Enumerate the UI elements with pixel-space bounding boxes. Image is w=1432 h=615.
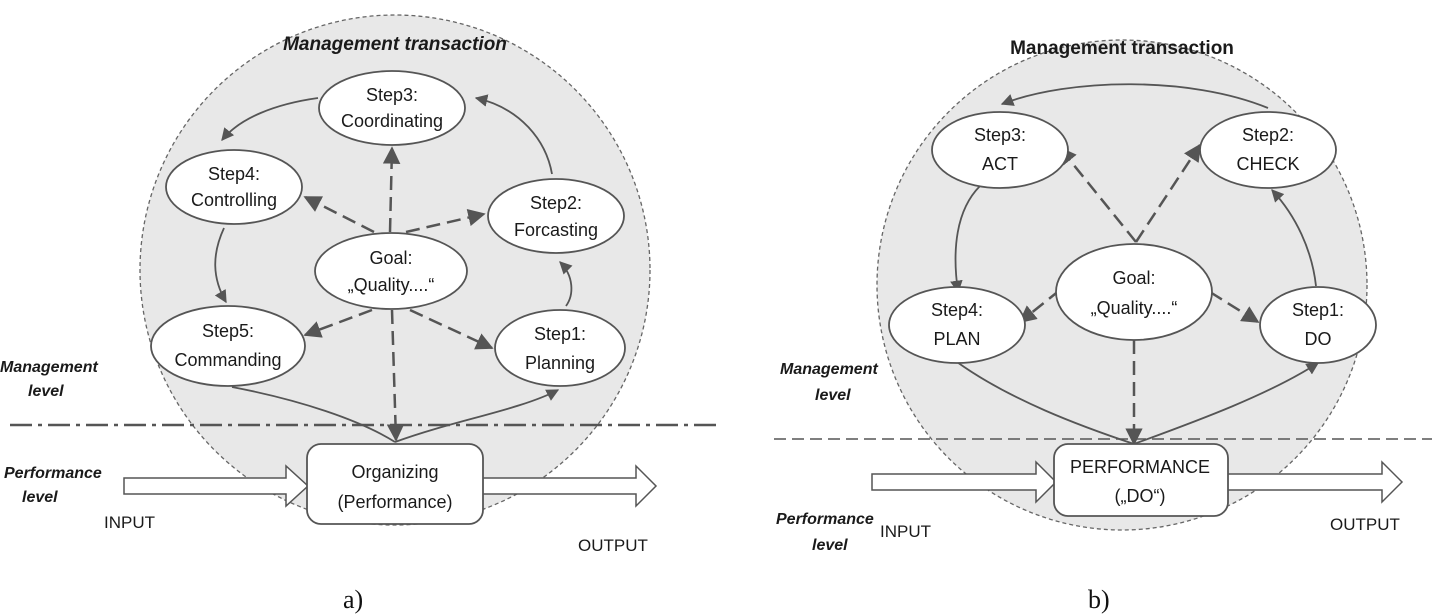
node-goal-b: Goal:„Quality....“	[1055, 243, 1213, 341]
arrow-step2-to-step3-b	[1000, 83, 1269, 109]
node-step3-b: Step3:ACT	[931, 111, 1069, 189]
goal-arrow-to-step1-a	[409, 308, 494, 350]
cycle-arrows-b	[950, 83, 1320, 445]
node-organizing-a: Organizing(Performance)	[306, 443, 484, 525]
svg-text:Step4:PLAN: Step4:PLAN	[931, 300, 983, 349]
svg-text:Step1:Planning: Step1:Planning	[525, 324, 595, 373]
transaction-title-a: Management transaction	[283, 34, 507, 55]
node-step4-a: Step4:Controlling	[165, 149, 303, 225]
node-goal-a: Goal:„Quality....“	[314, 232, 468, 310]
management-level-label-b: Management level	[780, 361, 882, 404]
panel-b: Management transaction Management level …	[774, 38, 1432, 614]
cycle-arrows-a	[214, 94, 573, 443]
input-arrow-a	[123, 464, 310, 508]
caption-a: a)	[343, 585, 363, 614]
svg-text:Step4:Controlling: Step4:Controlling	[191, 164, 277, 210]
panel-a: Management transaction Management level …	[0, 14, 718, 614]
goal-arrow-to-step2-b	[1134, 143, 1202, 243]
goal-arrow-to-step5-a	[303, 308, 373, 338]
arrow-step3-to-step4-a	[221, 97, 319, 141]
svg-text:Goal:„Quality....“: Goal:„Quality....“	[348, 248, 435, 295]
arrow-step2-to-step3-a	[474, 94, 553, 175]
arrow-step4-to-performance-b	[956, 361, 1135, 445]
goal-arrows-a	[303, 146, 494, 442]
arrow-step1-to-step2-a	[559, 261, 573, 307]
svg-text:Step3:ACT: Step3:ACT	[974, 125, 1026, 174]
input-label-b: INPUT	[880, 522, 931, 541]
svg-text:PERFORMANCE(„DO“): PERFORMANCE(„DO“)	[1070, 457, 1210, 506]
arrow-step3-to-step4-b	[950, 185, 981, 294]
arrow-performance-to-step1-b	[1133, 362, 1320, 445]
arrow-step5-to-organizing-a	[231, 386, 396, 443]
svg-text:Step3:Coordinating: Step3:Coordinating	[341, 85, 443, 131]
svg-text:Goal:„Quality....“: Goal:„Quality....“	[1091, 268, 1178, 318]
goal-arrows-b	[1018, 143, 1260, 446]
node-step5-a: Step5:Commanding	[150, 305, 306, 387]
output-label-b: OUTPUT	[1330, 515, 1400, 534]
node-performance-b: PERFORMANCE(„DO“)	[1053, 443, 1229, 517]
performance-level-label-a: Performance level	[4, 465, 106, 506]
svg-text:Organizing(Performance): Organizing(Performance)	[337, 462, 452, 512]
arrow-step4-to-step5-a	[214, 227, 227, 304]
output-arrow-b	[1225, 460, 1404, 504]
node-step4-b: Step4:PLAN	[888, 286, 1026, 364]
input-label-a: INPUT	[104, 513, 155, 532]
svg-text:Step2:Forcasting: Step2:Forcasting	[514, 193, 598, 240]
node-step1-a: Step1:Planning	[494, 309, 626, 387]
goal-arrow-to-step3-a	[382, 146, 401, 233]
node-step1-b: Step1:DO	[1259, 286, 1377, 364]
svg-text:Step1:DO: Step1:DO	[1292, 300, 1344, 349]
goal-arrow-to-step4-b	[1018, 289, 1061, 324]
caption-b: b)	[1088, 585, 1110, 614]
node-step2-a: Step2:Forcasting	[487, 178, 625, 254]
performance-level-label-b: Performance level	[776, 511, 878, 554]
svg-text:Step5:Commanding: Step5:Commanding	[174, 321, 281, 370]
svg-text:Step2:CHECK: Step2:CHECK	[1236, 125, 1299, 174]
goal-arrow-to-step4-a	[303, 195, 375, 234]
node-step2-b: Step2:CHECK	[1199, 111, 1337, 189]
node-step3-a: Step3:Coordinating	[318, 70, 466, 146]
goal-arrow-to-step2-a	[405, 209, 486, 234]
arrow-step1-to-step2-b	[1271, 189, 1317, 287]
management-level-label-a: Management level	[0, 359, 102, 400]
goal-arrow-to-organizing-a	[386, 309, 405, 442]
output-label-a: OUTPUT	[578, 536, 648, 555]
output-arrow-a	[481, 464, 658, 508]
arrow-organizing-to-step1-a	[394, 389, 560, 443]
goal-arrow-to-step1-b	[1209, 290, 1260, 324]
input-arrow-b	[871, 460, 1058, 504]
transaction-title-b: Management transaction	[1010, 38, 1234, 59]
